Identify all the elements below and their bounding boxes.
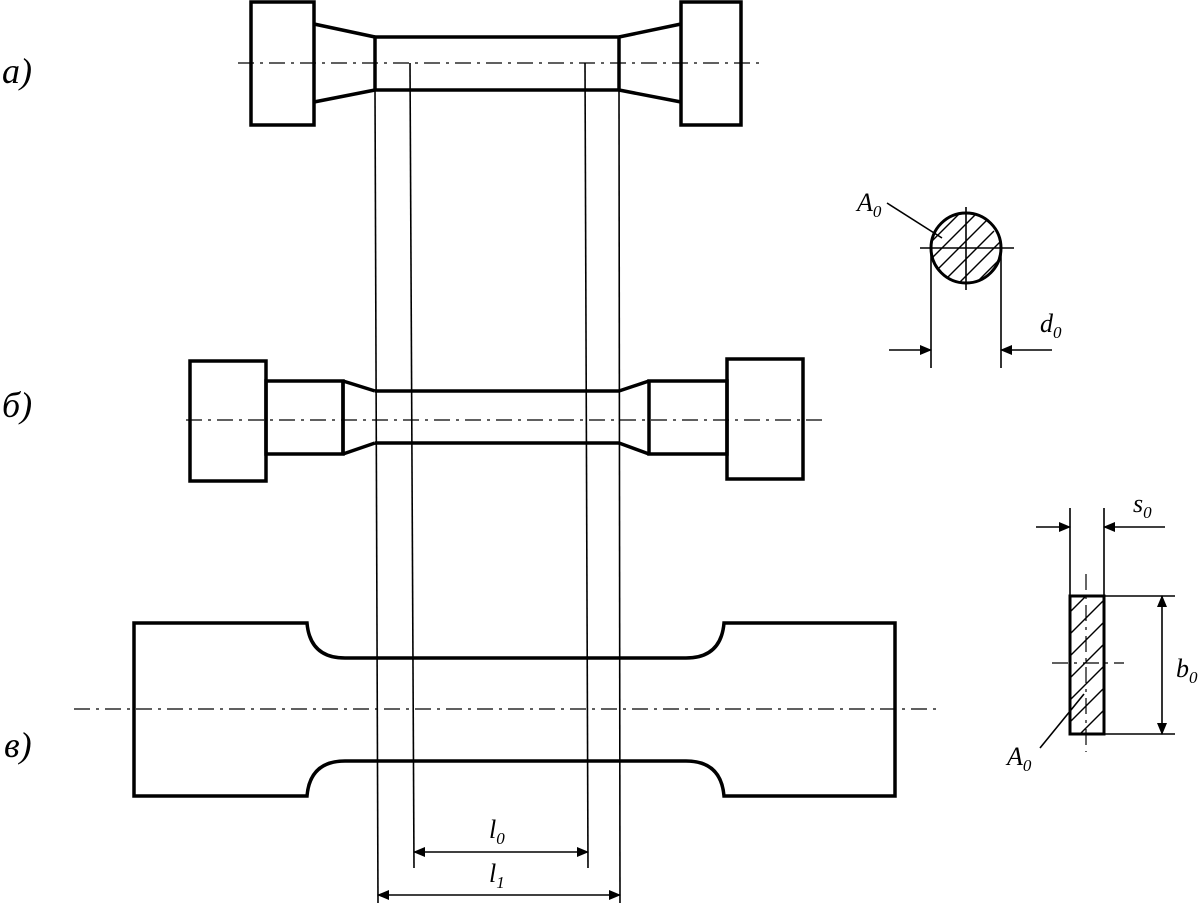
figure-b-label: б)	[2, 385, 32, 425]
area-leader-round	[886, 202, 943, 239]
specimen-b-left-fillet	[341, 379, 376, 456]
round-cross-section	[886, 202, 1052, 368]
gauge-final-label: l1	[489, 859, 505, 892]
width-label: b0	[1176, 654, 1198, 687]
specimen-b-right-step	[647, 379, 729, 456]
area-round-label: A0	[855, 188, 882, 221]
specimen-b-left-head	[188, 359, 268, 483]
specimen-c-outline	[132, 621, 897, 798]
area-flat-label: A0	[1005, 742, 1032, 775]
figure-c-label: в)	[4, 725, 32, 765]
specimen-b-right-head	[725, 357, 805, 481]
specimen-a-left-taper-top	[313, 22, 376, 39]
specimen-c	[74, 621, 940, 798]
diameter-label: d0	[1040, 309, 1062, 342]
specimen-b	[186, 357, 822, 483]
specimen-a-right-taper-top	[618, 22, 682, 39]
specimen-b-right-fillet	[618, 379, 650, 456]
flat-cross-section	[1036, 508, 1175, 752]
specimen-a-right-taper-bottom	[618, 88, 682, 104]
specimen-a	[238, 0, 760, 127]
specimen-a-left-taper-bottom	[313, 88, 376, 104]
figure-a-label: а)	[2, 51, 32, 91]
gauge-initial-label: l0	[489, 815, 505, 848]
flat-section-outline	[1068, 594, 1106, 736]
area-leader-flat	[1039, 693, 1085, 749]
projection-lines	[374, 62, 621, 904]
specimen-b-left-step	[264, 379, 345, 456]
thickness-label: s0	[1133, 489, 1152, 522]
